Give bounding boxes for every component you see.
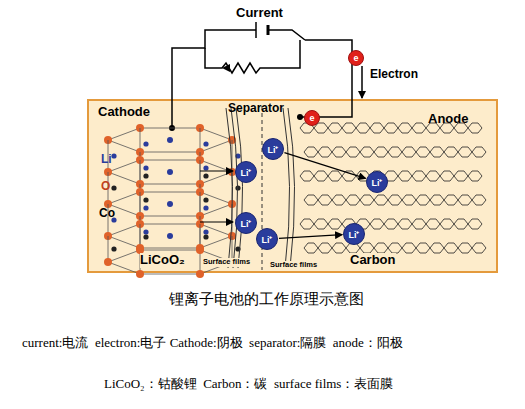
o-label: O: [101, 180, 110, 194]
carbon-label: Carbon: [350, 253, 396, 268]
li-label: Li: [101, 153, 112, 167]
cathode-label: Cathode: [98, 105, 150, 120]
lithium-ion-circle: Li⁺: [343, 223, 365, 245]
current-label: Current: [236, 6, 283, 21]
ion-arrows: [200, 171, 233, 222]
lithium-ion-circle: Li⁺: [235, 212, 257, 234]
anode-label: Anode: [428, 112, 468, 127]
battery-symbol: [256, 22, 268, 38]
terminal-dot: [297, 114, 303, 120]
co-label: Co: [99, 207, 115, 221]
ion-path-arrow: [284, 153, 365, 179]
node-text: Li⁺: [349, 228, 360, 241]
node-text: Li⁺: [241, 217, 252, 230]
node-text: Li⁺: [241, 166, 252, 179]
electron-label: Electron: [370, 68, 418, 82]
separator-label: Separator: [228, 102, 284, 116]
electron-circle: e: [304, 110, 320, 126]
electron-arrow: [361, 66, 363, 98]
graphite-layers: [300, 123, 486, 253]
lithium-ion-circle: Li⁺: [366, 171, 388, 193]
lithium-ion-circle: Li⁺: [256, 228, 278, 250]
resistor-arrow: [222, 64, 230, 72]
lithium-ion-circle: Li⁺: [235, 161, 257, 183]
licoo2-crystal: [104, 124, 241, 278]
glossary-line: current:电流 electron:电子 Cathode:阴极 separa…: [22, 336, 403, 351]
licoo2-label: LiCoO₂: [140, 253, 185, 268]
node-text: Li⁺: [262, 233, 273, 246]
node-text: Li⁺: [372, 176, 383, 189]
surface-films-label: Surface films: [270, 261, 317, 270]
node-text: e: [353, 53, 358, 63]
circuit-wires: [172, 30, 352, 128]
surface-films-label: Surface films: [203, 258, 250, 267]
battery-panel: [88, 100, 497, 272]
ion-path-arrow: [279, 235, 342, 239]
node-text: Li⁺: [268, 143, 279, 156]
separator: [226, 106, 295, 270]
glossary-line: LiCoO₂：钴酸锂 Carbon：碳 surface films：表面膜: [104, 377, 393, 392]
electron-circle: e: [348, 50, 364, 66]
caption: 锂离子电池的工作原理示意图: [169, 291, 364, 308]
node-text: e: [309, 113, 314, 123]
lithium-ion-circle: Li⁺: [262, 138, 284, 160]
